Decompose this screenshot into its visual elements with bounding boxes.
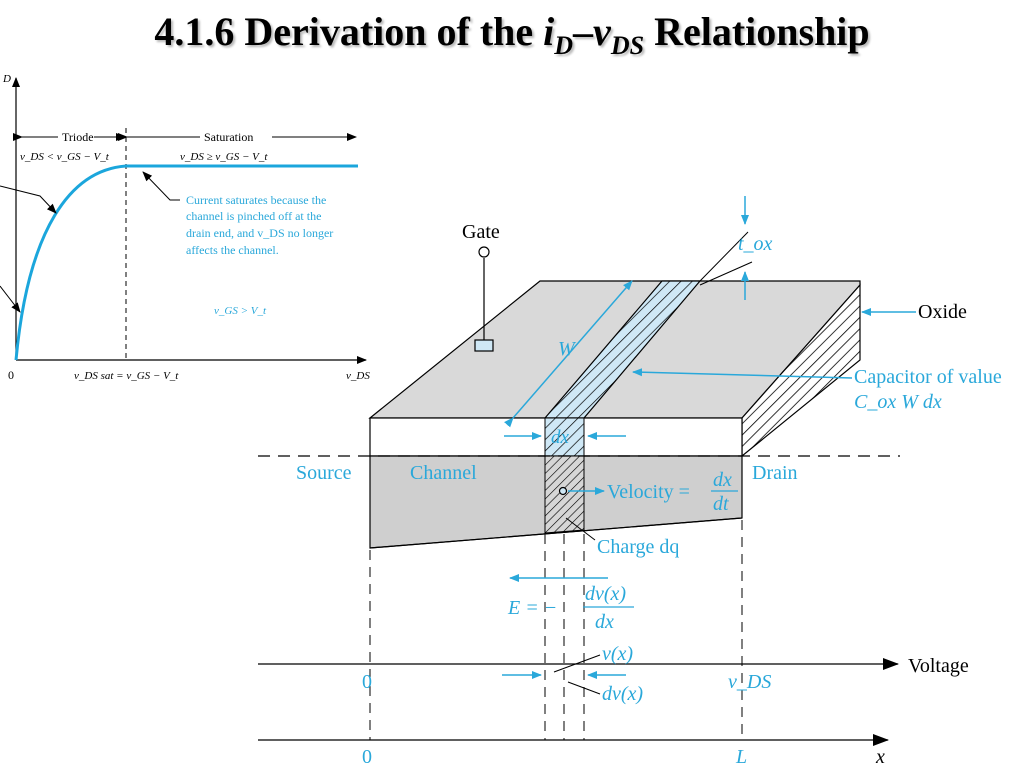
triode-condition: v_DS < v_GS − V_t [20, 151, 110, 163]
velocity-denominator: dt [713, 493, 729, 515]
voltage-axis-label: Voltage [908, 655, 969, 677]
title-d-sub: D [554, 31, 574, 60]
gate-label: Gate [462, 221, 500, 243]
vds-label: v_DS [728, 671, 771, 693]
channel-bottom-edge [369, 517, 743, 549]
length-label: L [735, 746, 747, 768]
dvx-label: dv(x) [602, 683, 643, 705]
title-i: i [543, 9, 555, 54]
title-rest: Relationship [644, 9, 870, 54]
saturation-label: Saturation [204, 130, 253, 144]
x-zero-label: 0 [362, 746, 372, 768]
w-label: W [558, 338, 577, 360]
efield-denominator: dx [595, 611, 614, 633]
id-vds-graph: D Triode Saturation v_DS < v_GS − V_t v_… [0, 73, 370, 382]
vx-label: v(x) [602, 643, 633, 665]
x-axis-label: v_DS [346, 370, 370, 382]
charge-label: Charge dq [597, 536, 679, 558]
page-title: 4.1.6 Derivation of the iD–vDS Relations… [0, 8, 1024, 61]
dvx-pointer [567, 681, 601, 695]
annotation-line-1: Current saturates because the [186, 193, 326, 207]
gate-contact [474, 339, 494, 352]
tox-label: t_ox [738, 233, 773, 255]
vdssat-label: v_DS sat = v_GS − V_t [74, 370, 179, 382]
drain-label: Drain [752, 462, 798, 484]
id-curve [14, 164, 358, 361]
annotation-line-4: affects the channel. [186, 243, 279, 257]
graph-origin: 0 [8, 368, 14, 382]
annotation-line-2: channel is pinched off at the [186, 209, 321, 223]
mosfet-structure: Gate t_ox Oxide W Capacitor of value C_o… [258, 196, 1002, 768]
channel-label: Channel [410, 462, 477, 484]
charge-dot [558, 486, 568, 496]
oxide-label: Oxide [918, 301, 967, 323]
capacitor-label-2: C_ox W dx [854, 391, 942, 413]
title-dash: – [573, 9, 594, 54]
source-label: Source [296, 462, 352, 484]
title-ds-sub: DS [610, 31, 645, 60]
tox-guide-2 [699, 261, 753, 286]
saturation-annotation: Current saturates because the channel is… [186, 193, 333, 257]
triode-label: Triode [62, 130, 94, 144]
vgs-condition: v_GS > V_t [214, 305, 267, 317]
pointer-line-1 [0, 185, 57, 214]
efield-label: E = − [507, 597, 557, 619]
title-v: v [593, 9, 611, 54]
efield-numerator: dv(x) [585, 583, 626, 605]
capacitor-label-1: Capacitor of value [854, 366, 1002, 388]
gate-terminal-icon [478, 246, 490, 258]
capacitor-arrow [632, 368, 853, 379]
voltage-zero-label: 0 [362, 671, 372, 693]
velocity-numerator: dx [713, 469, 732, 491]
annotation-line-3: drain end, and v_DS no longer [186, 226, 333, 240]
pointer-line-2 [0, 285, 21, 313]
saturation-condition: v_DS ≥ v_GS − V_t [180, 151, 268, 163]
annotation-pointer [142, 171, 180, 201]
x-axis-label: x [875, 746, 885, 768]
dx-label: dx [551, 427, 570, 448]
vx-pointer [553, 654, 601, 673]
w-dimension-arrow [504, 280, 633, 428]
charge-pointer [565, 517, 596, 541]
y-axis-sub-label: D [2, 73, 11, 85]
tox-guide-1 [699, 231, 749, 282]
velocity-label: Velocity = [607, 481, 690, 503]
title-section: 4.1.6 Derivation of the [154, 9, 544, 54]
